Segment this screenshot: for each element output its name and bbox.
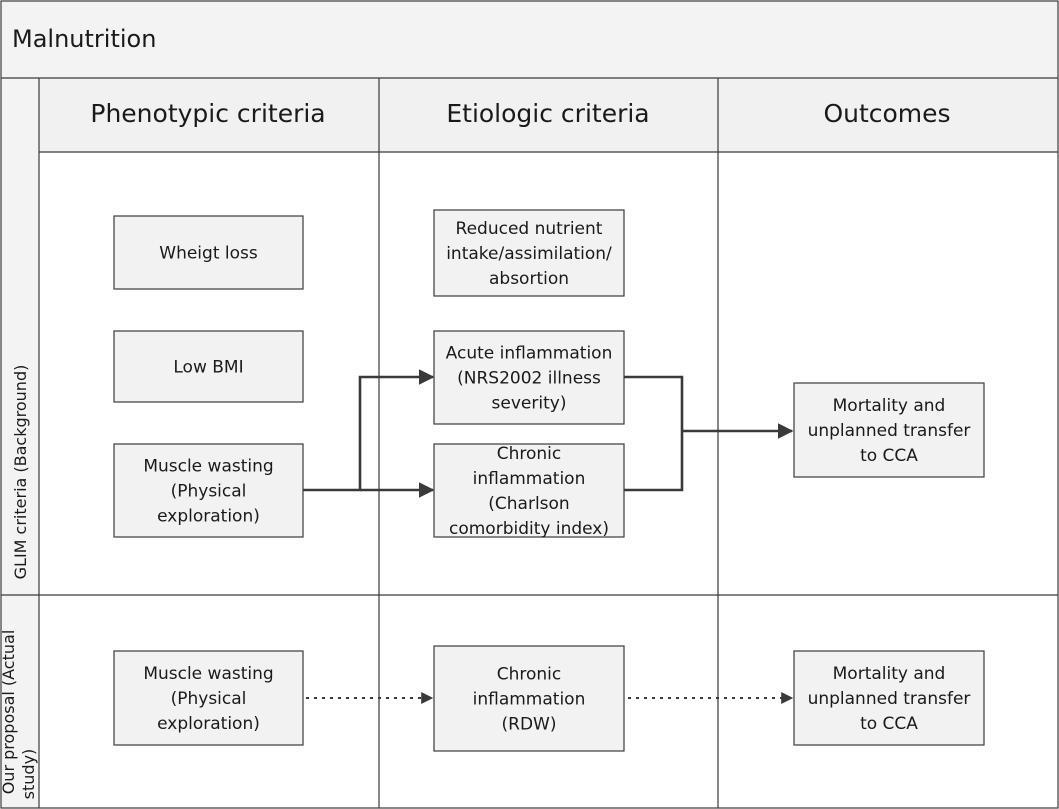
node-text-line: (Physical bbox=[171, 689, 247, 709]
node-text-line: Wheigt loss bbox=[159, 244, 258, 264]
node-text-line: Low BMI bbox=[173, 358, 243, 378]
lane-label-study-line1: Our proposal (Actual bbox=[0, 630, 18, 795]
node-text-line: Muscle wasting bbox=[143, 664, 273, 684]
node-text-line: Mortality and bbox=[833, 664, 946, 684]
connector-muscle-to-inflammation bbox=[303, 369, 435, 498]
node-text-line: Mortality and bbox=[833, 396, 946, 416]
node-text-line: Reduced nutrient bbox=[456, 219, 603, 239]
node-low-bmi: Low BMI bbox=[113, 330, 304, 403]
node-text-line: severity) bbox=[492, 394, 567, 414]
node-text-line: inflammation bbox=[473, 690, 586, 710]
node-text-line: to CCA bbox=[860, 714, 918, 734]
connector-inflammation-to-outcome bbox=[624, 375, 794, 492]
node-text-line: intake/assimilation/ bbox=[446, 244, 612, 264]
node-muscle-wasting-glim: Muscle wasting (Physical exploration) bbox=[113, 443, 304, 538]
node-text-line: (Charlson bbox=[488, 494, 569, 514]
node-text-line: exploration) bbox=[157, 714, 260, 734]
node-text-line: Chronic bbox=[497, 665, 562, 685]
node-chronic-inflammation-glim: Chronic inflammation (Charlson comorbidity … bbox=[433, 443, 625, 539]
node-chronic-inflammation-rdw: Chronic inflammation (RDW) bbox=[433, 645, 625, 752]
diagram-title: Malnutrition bbox=[12, 25, 156, 53]
node-text-line: Muscle wasting bbox=[143, 457, 273, 477]
node-text-line: absortion bbox=[489, 269, 569, 289]
node-text-line: unplanned transfer bbox=[808, 421, 971, 441]
node-reduced-nutrient-intake: Reduced nutrient intake/assimilation/abso… bbox=[433, 209, 625, 297]
column-header-outcomes: Outcomes bbox=[823, 99, 950, 128]
node-text-line: to CCA bbox=[860, 446, 918, 466]
column-header-bar bbox=[39, 78, 1058, 152]
node-weight-loss: Wheigt loss bbox=[113, 215, 304, 290]
title-bar bbox=[1, 1, 1058, 78]
column-header-etiologic: Etiologic criteria bbox=[446, 99, 649, 128]
node-text-line: unplanned transfer bbox=[808, 689, 971, 709]
node-outcome-glim: Mortality and unplanned transfer to CCA bbox=[793, 382, 985, 478]
node-text-line: Acute inflammation bbox=[446, 344, 613, 364]
node-acute-inflammation: Acute inflammation (NRS2002 illness severi… bbox=[433, 330, 625, 425]
node-text-line: comorbidity index) bbox=[449, 519, 609, 539]
column-header-phenotypic: Phenotypic criteria bbox=[90, 99, 325, 128]
node-text-line: (Physical bbox=[171, 482, 247, 502]
node-muscle-wasting-study: Muscle wasting (Physical exploration) bbox=[113, 650, 304, 746]
node-text-line: (RDW) bbox=[502, 715, 557, 735]
lane-label-glim: GLIM criteria (Background) bbox=[11, 365, 30, 580]
node-text-line: exploration) bbox=[157, 507, 260, 527]
node-text-line: inflammation bbox=[473, 469, 586, 489]
node-text-line: Chronic bbox=[497, 444, 562, 464]
node-outcome-study: Mortality and unplanned transfer to CCA bbox=[793, 650, 985, 746]
node-text-line: (NRS2002 illness bbox=[457, 369, 601, 389]
lane-label-study-line2: study) bbox=[19, 749, 38, 800]
